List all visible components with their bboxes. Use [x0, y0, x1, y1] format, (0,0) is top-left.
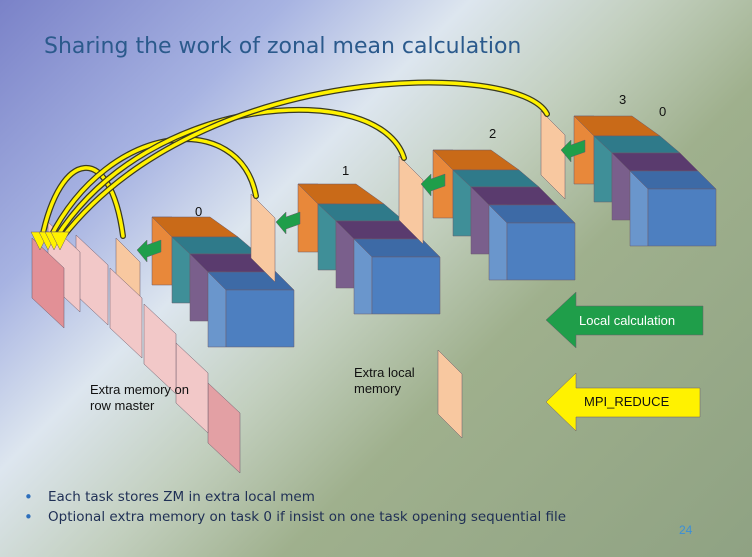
extra-memory-label-line1: Extra memory on	[90, 382, 189, 397]
legend-local-calculation-arrow	[545, 291, 704, 349]
task-label-3: 3	[619, 92, 627, 107]
row-master-memory-sheet-4	[75, 234, 109, 326]
bullet-item-2: Optional extra memory on task 0 if insis…	[22, 507, 566, 527]
page-number: 24	[679, 523, 693, 537]
mpi-reduce-arc-3	[60, 80, 549, 240]
row-master-memory-sheet-2	[143, 303, 177, 395]
extra-memory-row-master-label: Extra memory on row master	[90, 382, 189, 414]
legend-mpi-reduce-arrow	[545, 372, 701, 432]
local-calc-arrow-3	[560, 139, 586, 163]
task-label-0: 0	[195, 204, 203, 219]
row-master-memory-sheet-6	[31, 237, 65, 329]
task-block-3	[573, 115, 717, 247]
task-block-blue-front	[647, 188, 717, 247]
mpi-reduce-arc-0	[40, 166, 125, 240]
task-block-blue-front	[371, 256, 441, 315]
local-calc-arrows	[136, 139, 586, 263]
task-block-1	[297, 183, 441, 315]
extra-local-label-line2: memory	[354, 381, 401, 396]
extra-local-memory-label: Extra local memory	[354, 365, 415, 397]
bullet-list: Each task stores ZM in extra local mem O…	[22, 487, 566, 527]
row-master-memory-sheet-3	[109, 267, 143, 359]
extra-local-memory-sheet-1	[250, 193, 276, 283]
row-master-memory-sheet-0	[207, 382, 241, 474]
legend-local-calculation-label: Local calculation	[579, 313, 676, 328]
local-calc-arrow-2	[420, 173, 446, 197]
slide-title: Sharing the work of zonal mean calculati…	[44, 34, 522, 59]
task-block-blue-front	[225, 289, 295, 348]
mpi-reduce-arc-2	[54, 108, 406, 240]
local-calc-arrow-0	[136, 239, 162, 263]
task-label-3-extra: 0	[659, 104, 667, 119]
task-block-0	[151, 216, 295, 348]
extra-memory-label-line2: row master	[90, 398, 155, 413]
local-calc-arrow-1	[275, 211, 301, 235]
legend-mpi-reduce-label: MPI_REDUCE	[584, 394, 670, 409]
task-blocks	[151, 115, 717, 348]
extra-local-memory-sheet-2	[398, 155, 424, 245]
task-label-2: 2	[489, 126, 497, 141]
mpi-reduce-arrowhead-3	[50, 231, 70, 251]
extra-local-memory-sheet-3	[540, 110, 566, 200]
task-block-blue-front	[506, 222, 576, 281]
extra-local-memory-sheet-4	[437, 349, 463, 439]
mpi-reduce-arrows	[30, 79, 550, 251]
extra-local-label-line1: Extra local	[354, 365, 415, 380]
task-label-1: 1	[342, 163, 350, 178]
task-block-2	[432, 149, 576, 281]
bullet-item-1: Each task stores ZM in extra local mem	[22, 487, 566, 507]
legend-shapes	[545, 291, 704, 432]
